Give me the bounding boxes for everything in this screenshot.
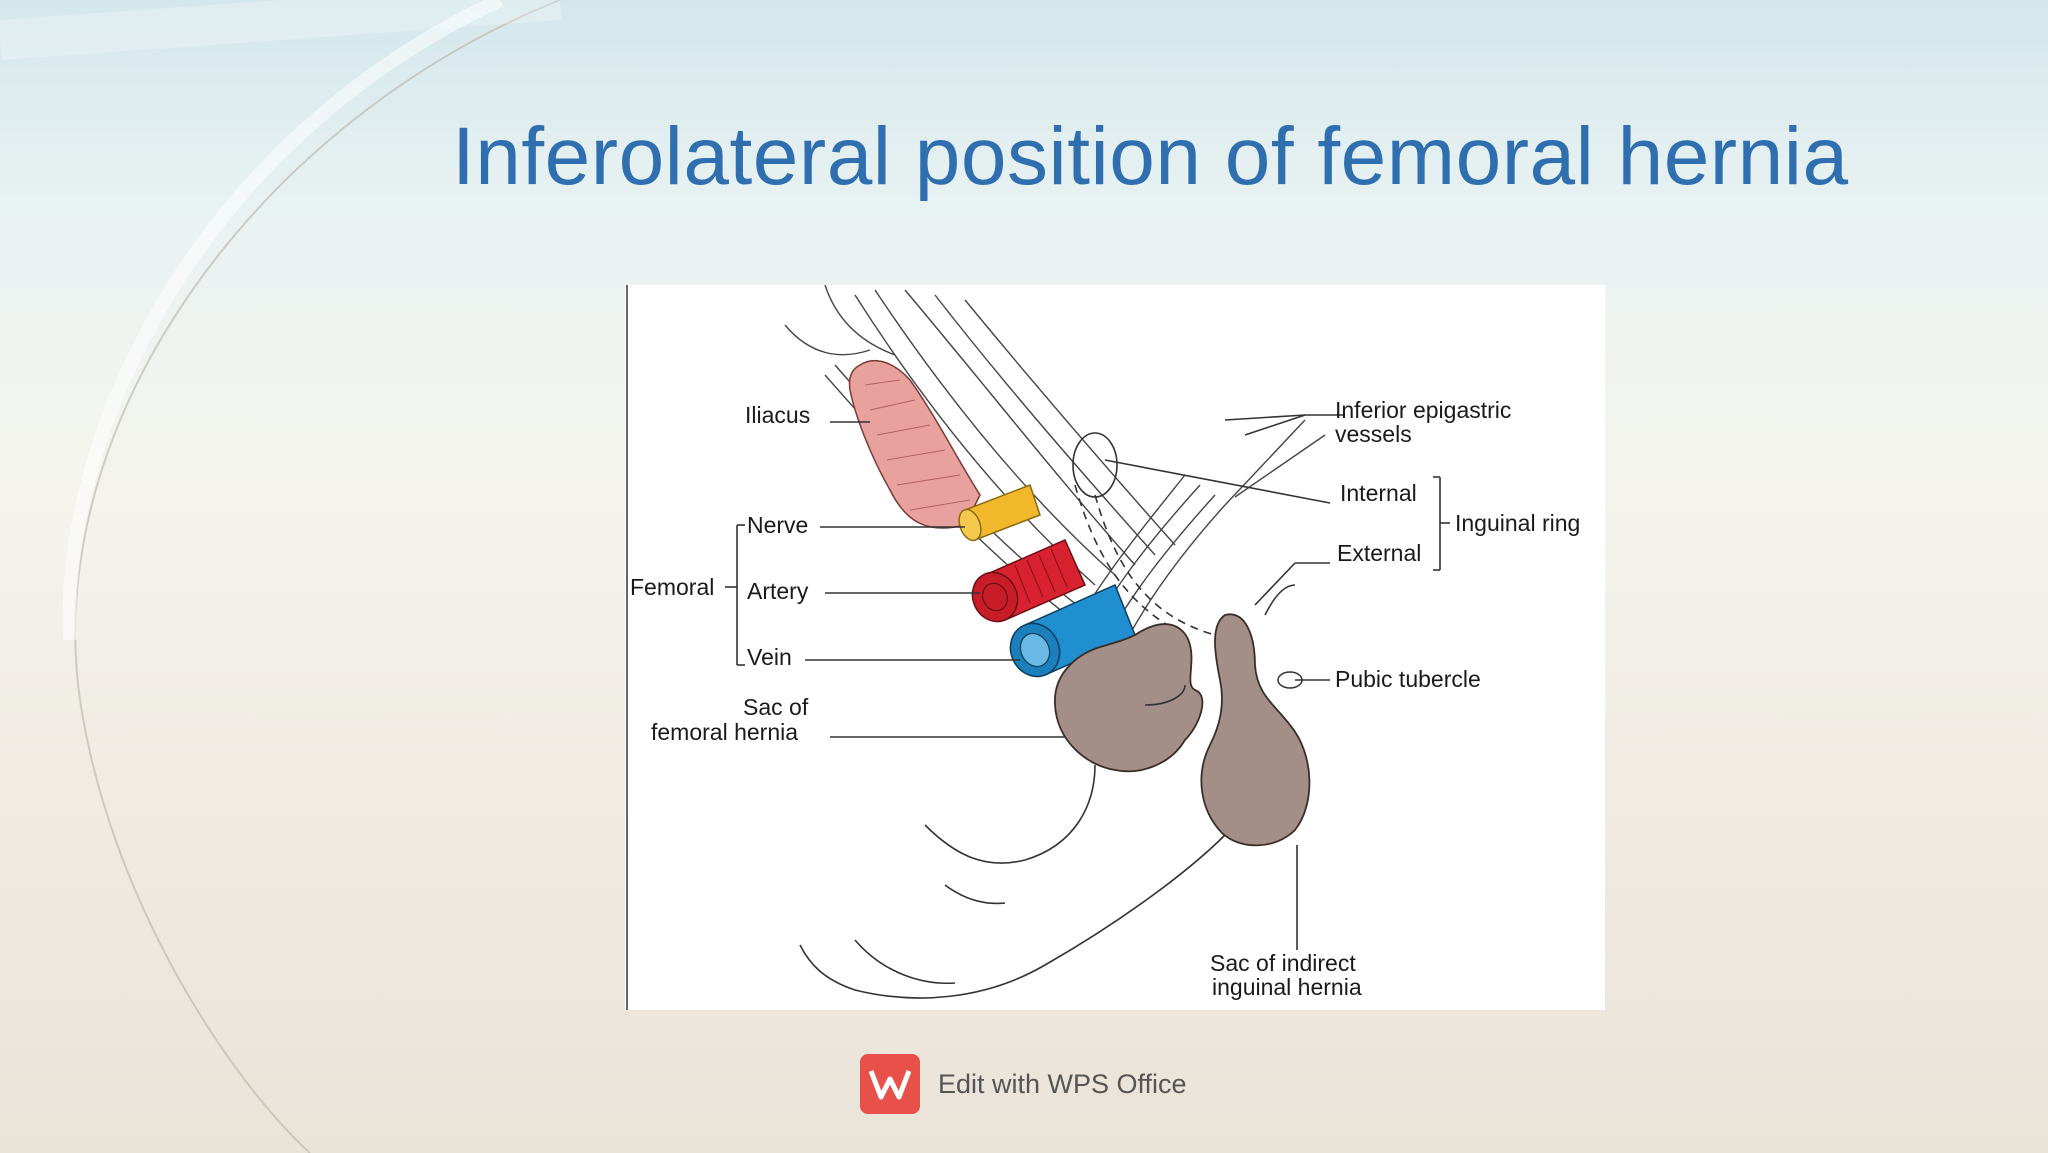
femoral-hernia-sac — [1054, 623, 1204, 773]
femoral-vein — [1009, 583, 1136, 678]
femoral-artery — [971, 539, 1086, 623]
pubic-outline — [799, 584, 1296, 999]
label-sac-femoral-1: Sac of — [743, 694, 809, 720]
label-femoral: Femoral — [630, 574, 714, 600]
anatomy-figure: Iliacus Nerve Femoral Artery Vein Sac of… — [625, 285, 1605, 1010]
label-sac-femoral-2: femoral hernia — [651, 719, 798, 745]
label-iliacus: Iliacus — [745, 402, 810, 428]
wps-watermark[interactable]: Edit with WPS Office — [860, 1054, 1187, 1114]
femoral-hernia-diagram: Iliacus Nerve Femoral Artery Vein Sac of… — [626, 285, 1580, 1010]
label-internal: Internal — [1340, 480, 1417, 506]
label-artery: Artery — [747, 578, 809, 604]
label-sac-indirect-2: inguinal hernia — [1212, 974, 1362, 1000]
label-inferior-epigastric-1: Inferior epigastric — [1335, 397, 1511, 423]
label-inferior-epigastric-2: vessels — [1335, 421, 1412, 447]
wps-logo-icon — [860, 1054, 920, 1114]
indirect-hernia-sac — [1200, 613, 1311, 847]
wps-watermark-text: Edit with WPS Office — [938, 1068, 1187, 1099]
label-sac-indirect-1: Sac of indirect — [1210, 950, 1356, 976]
label-inguinal-ring: Inguinal ring — [1455, 510, 1580, 536]
femoral-nerve — [958, 484, 1041, 542]
label-external: External — [1337, 540, 1421, 566]
iliacus-muscle — [848, 359, 981, 529]
label-pubic-tubercle: Pubic tubercle — [1335, 666, 1481, 692]
slide-title: Inferolateral position of femoral hernia — [452, 111, 1849, 202]
label-nerve: Nerve — [747, 512, 808, 538]
label-vein: Vein — [747, 644, 792, 670]
